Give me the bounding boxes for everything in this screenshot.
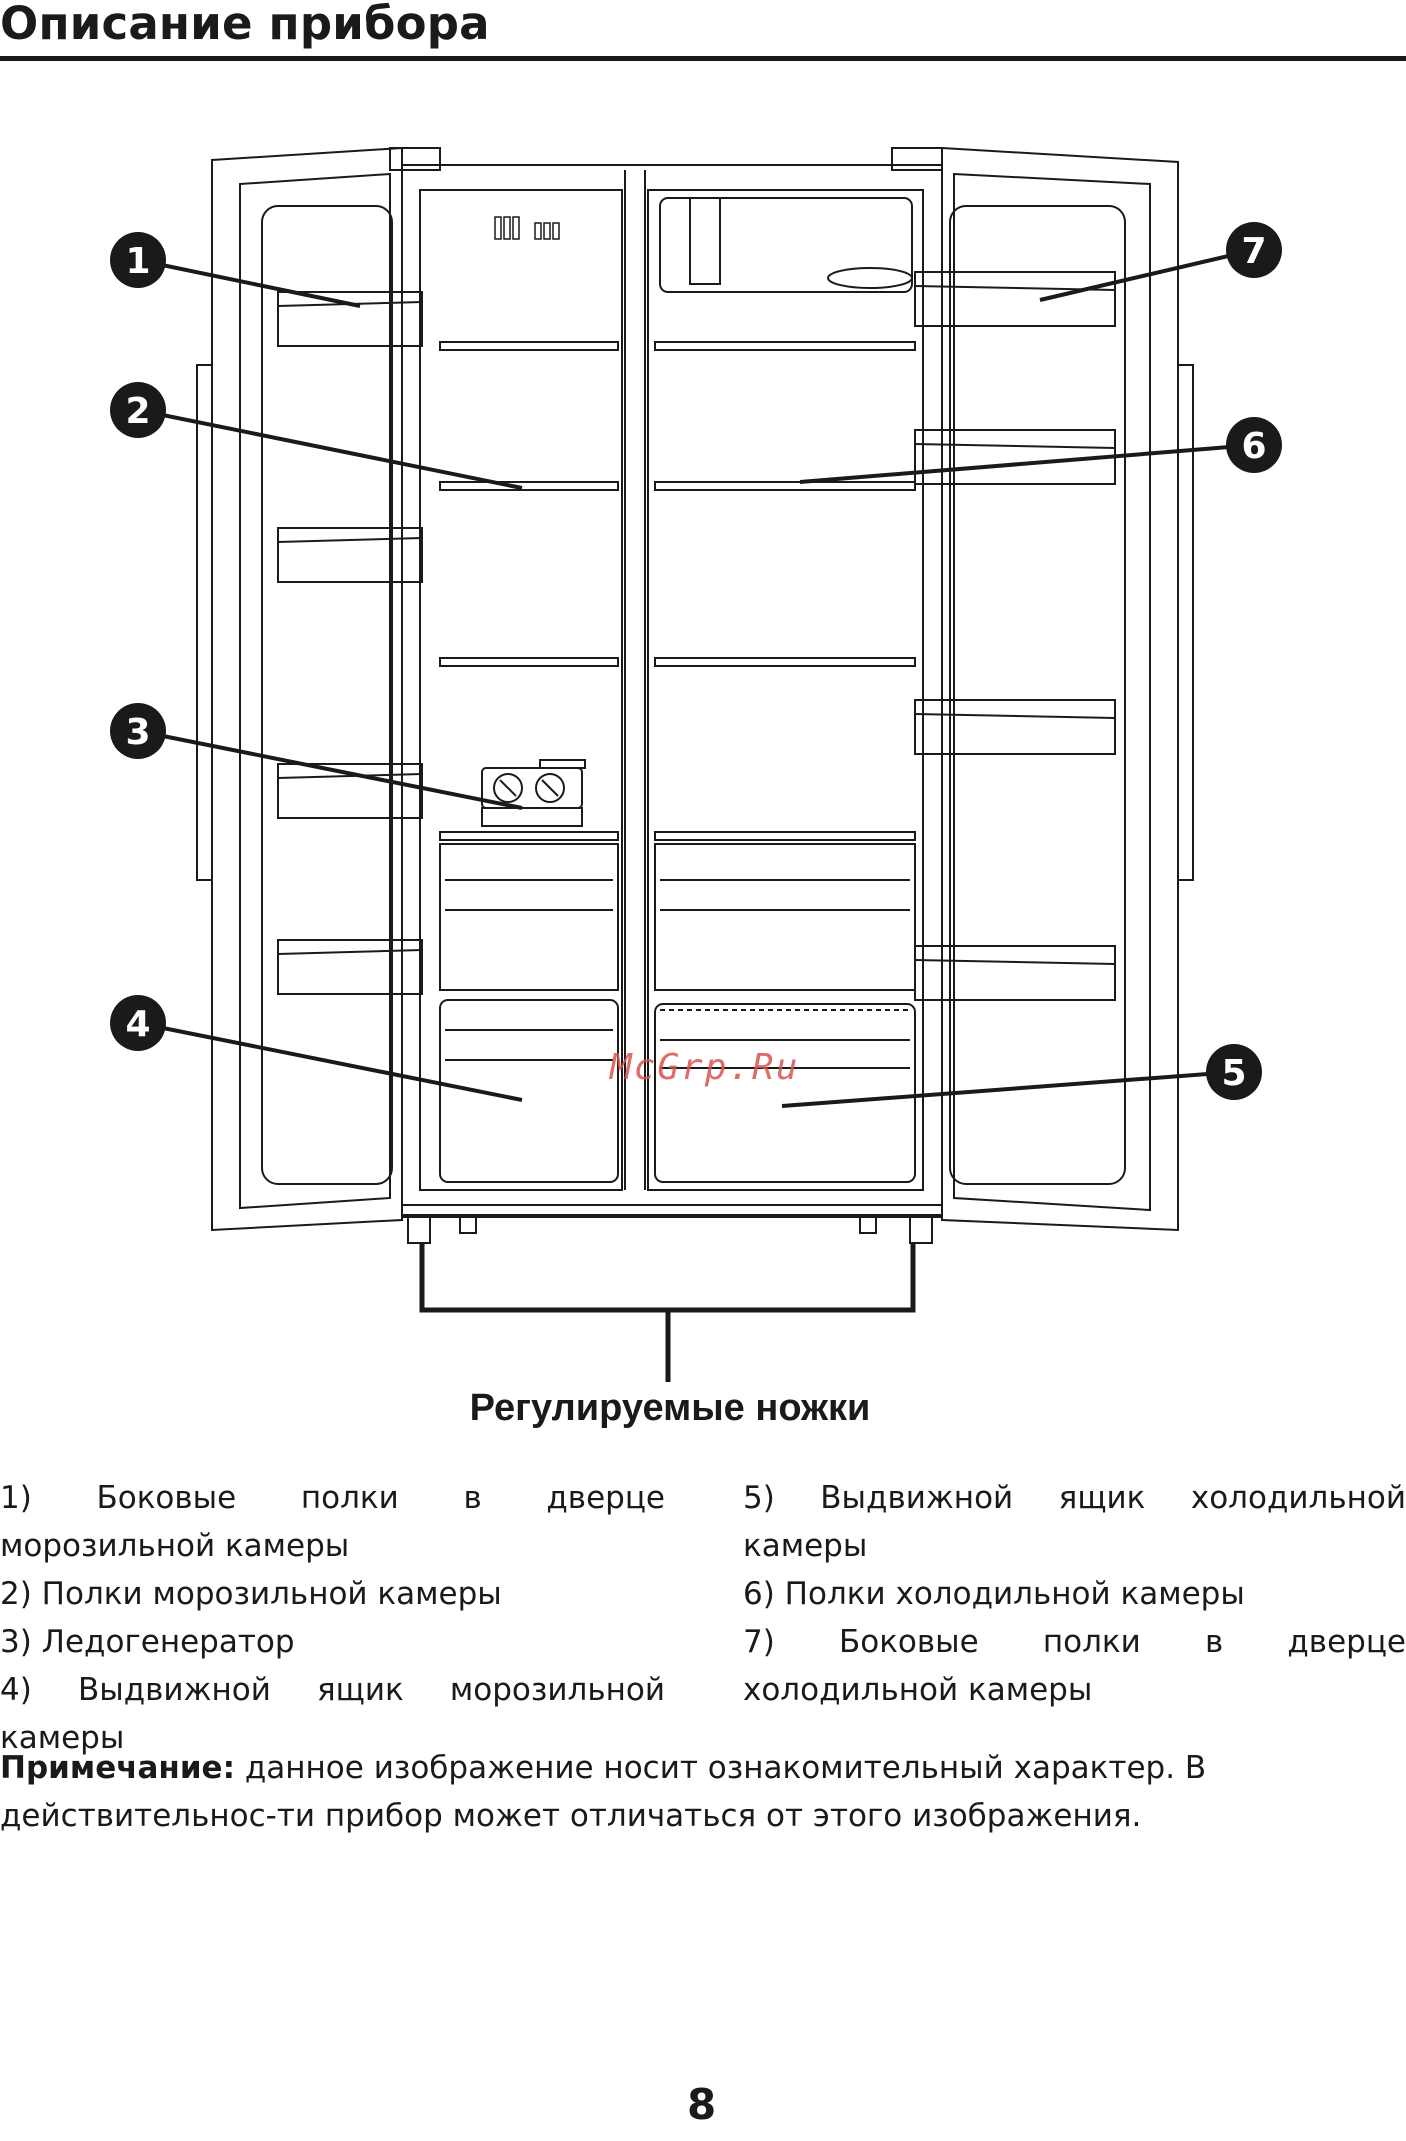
page-title: Описание прибора xyxy=(0,0,490,50)
watermark: McGrp.Ru xyxy=(610,1047,800,1088)
callout-5: 5 xyxy=(1206,1044,1262,1100)
legend-item-3: 3) Ледогенератор xyxy=(0,1624,295,1660)
callout-4: 4 xyxy=(110,995,166,1051)
page-number: 8 xyxy=(687,2080,717,2129)
fridge-door xyxy=(914,146,1194,1232)
legend-item-4: 4) Выдвижной ящик морозильной камеры xyxy=(0,1672,665,1756)
title-divider xyxy=(0,56,1406,61)
legend-item-6: 6) Полки холодильной камеры xyxy=(743,1576,1245,1612)
leader-lines xyxy=(137,248,1255,1108)
legend-item-5: 5) Выдвижной ящик холодильной камеры xyxy=(743,1480,1406,1564)
ice-maker xyxy=(481,759,586,827)
callout-3-label: 3 xyxy=(125,712,150,753)
callout-3: 3 xyxy=(110,703,166,759)
callout-2-label: 2 xyxy=(125,391,150,432)
legend-item-7: 7) Боковые полки в дверце холодильной ка… xyxy=(743,1624,1406,1708)
refrigerator-diagram: 1 2 3 4 5 6 7 Регулируемые ножки xyxy=(110,146,1282,1429)
callout-7: 7 xyxy=(1226,222,1282,278)
feet-label: Регулируемые ножки xyxy=(470,1387,871,1429)
fridge-compartment xyxy=(654,197,916,1183)
callout-7-label: 7 xyxy=(1241,231,1266,272)
legend-item-1: 1) Боковые полки в дверце морозильной ка… xyxy=(0,1480,665,1564)
callout-2: 2 xyxy=(110,382,166,438)
note-paragraph: Примечание: данное изображение носит озн… xyxy=(0,1744,1406,1840)
callout-6-label: 6 xyxy=(1241,426,1266,467)
freezer-door xyxy=(196,146,423,1232)
note-text: данное изображение носит ознакомительный… xyxy=(0,1750,1207,1834)
freezer-compartment xyxy=(439,216,619,1183)
callout-1: 1 xyxy=(110,232,166,288)
callout-1-label: 1 xyxy=(125,241,150,282)
callout-5-label: 5 xyxy=(1221,1053,1246,1094)
legend-right-column: 5) Выдвижной ящик холодильной камеры 6) … xyxy=(743,1474,1406,1714)
note-label: Примечание: xyxy=(0,1750,235,1786)
legend-left-column: 1) Боковые полки в дверце морозильной ка… xyxy=(0,1474,665,1762)
feet-bracket xyxy=(419,1243,916,1382)
legend-item-2: 2) Полки морозильной камеры xyxy=(0,1576,502,1612)
cabinet xyxy=(389,147,943,1244)
callout-6: 6 xyxy=(1226,417,1282,473)
callout-4-label: 4 xyxy=(125,1004,150,1045)
